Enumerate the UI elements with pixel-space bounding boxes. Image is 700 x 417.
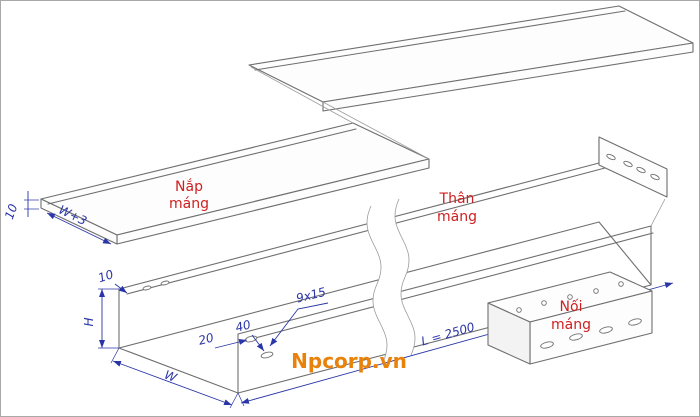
cover-right-bend-line: [254, 10, 626, 71]
connector-piece: [487, 271, 653, 365]
body-endplate-corner-line: [650, 198, 666, 227]
body-end-flange-plate: [598, 136, 668, 198]
body-far-top-edge: [118, 162, 600, 290]
part-labels: Nắp máng Thân máng Nối máng: [169, 178, 591, 333]
dim-cover-flange: 10: [2, 202, 21, 221]
connector-flange-holes: [516, 281, 624, 313]
body-slots-9x15: [244, 335, 274, 359]
cover-right-side-flange: [322, 42, 694, 112]
body-far-flange-bend: [126, 167, 606, 295]
label-cover-line2: máng: [169, 196, 209, 212]
body-end-section: [118, 288, 239, 394]
dim-body-flange: 10: [96, 267, 115, 285]
cover-break-lines: [250, 66, 430, 160]
dim-height: H: [82, 317, 96, 326]
label-body-line1: Thân: [439, 191, 475, 207]
dim-slot-offset: 20: [197, 330, 216, 347]
dim-slot-size: 9x15: [295, 285, 328, 306]
dim-length: L = 2500: [420, 320, 477, 349]
body-flange-holes-left: [142, 280, 170, 291]
body-right-floor-edge: [598, 221, 652, 286]
cover-panel-right: [248, 5, 694, 112]
dim-width: W: [162, 368, 179, 386]
label-cover-line1: Nắp: [175, 178, 203, 195]
dim-slot-pitch: 40: [234, 317, 253, 334]
body-end-flange-holes: [606, 153, 660, 181]
connector-end-face: [487, 302, 531, 365]
label-body-line2: máng: [437, 209, 477, 225]
connector-wall-slots: [540, 318, 642, 349]
label-connector-line1: Nối: [560, 298, 583, 315]
cover-left-bend-line: [47, 128, 357, 205]
label-connector-line2: máng: [551, 317, 591, 333]
watermark: Npcorp.vn: [291, 349, 407, 373]
